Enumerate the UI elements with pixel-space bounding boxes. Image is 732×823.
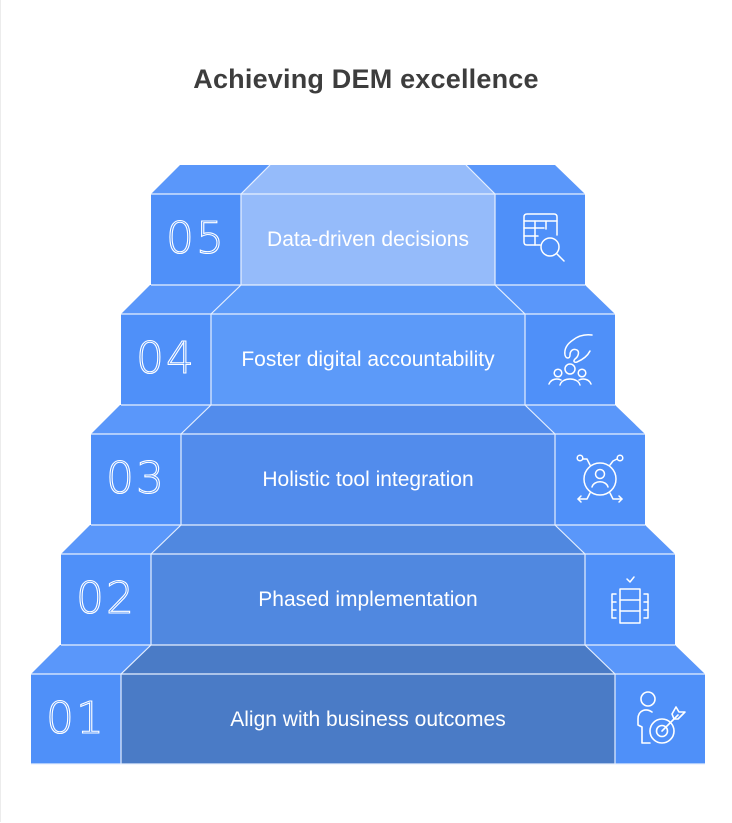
phases-checklist-icon bbox=[585, 554, 675, 644]
data-table-search-icon bbox=[495, 194, 585, 284]
step-1-label: Align with business outcomes bbox=[230, 707, 506, 731]
step-3-number: 03 bbox=[105, 452, 166, 504]
step-5-number: 05 bbox=[165, 212, 226, 264]
step-5-shape bbox=[151, 164, 585, 286]
step-2-label: Phased implementation bbox=[258, 588, 478, 611]
step-5-label: Data-driven decisions bbox=[267, 228, 469, 251]
step-1-shape bbox=[31, 644, 705, 765]
person-target-icon bbox=[615, 674, 705, 764]
step-3-shape bbox=[91, 404, 645, 526]
step-4-number: 04 bbox=[135, 332, 196, 384]
step-3-label: Holistic tool integration bbox=[262, 468, 474, 491]
step-4-label: Foster digital accountability bbox=[241, 348, 495, 371]
step-2-number: 02 bbox=[75, 572, 136, 624]
step-4-shape bbox=[121, 284, 615, 406]
diagram-title: Achieving DEM excellence bbox=[193, 64, 539, 94]
step-1-number: 01 bbox=[45, 692, 106, 744]
step-2-shape bbox=[61, 524, 675, 646]
team-accountability-icon bbox=[525, 314, 615, 404]
integration-user-hub-icon bbox=[555, 434, 645, 524]
